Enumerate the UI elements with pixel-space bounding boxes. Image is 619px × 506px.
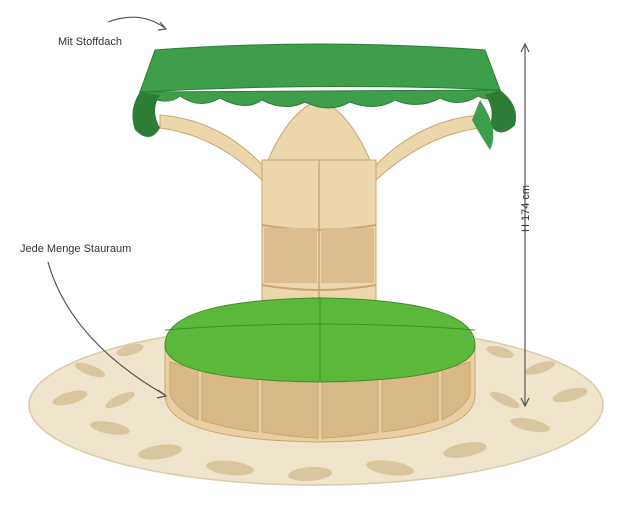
- height-arrow-top: [520, 42, 530, 53]
- roof-annotation: Mit Stoffdach: [58, 36, 122, 48]
- fabric-canopy: [132, 43, 516, 150]
- height-annotation: H 174 cm: [520, 184, 532, 232]
- annotation-arrows: [47, 16, 530, 408]
- seat-cushion: [164, 297, 476, 383]
- storage-arrowhead: [156, 389, 168, 399]
- storage-annotation: Jede Menge Stauraum: [20, 243, 132, 255]
- roof-arrowhead: [157, 21, 168, 31]
- storage-arrow: [47, 261, 166, 396]
- roof-arrow: [107, 16, 166, 29]
- height-arrow-bottom: [520, 397, 530, 408]
